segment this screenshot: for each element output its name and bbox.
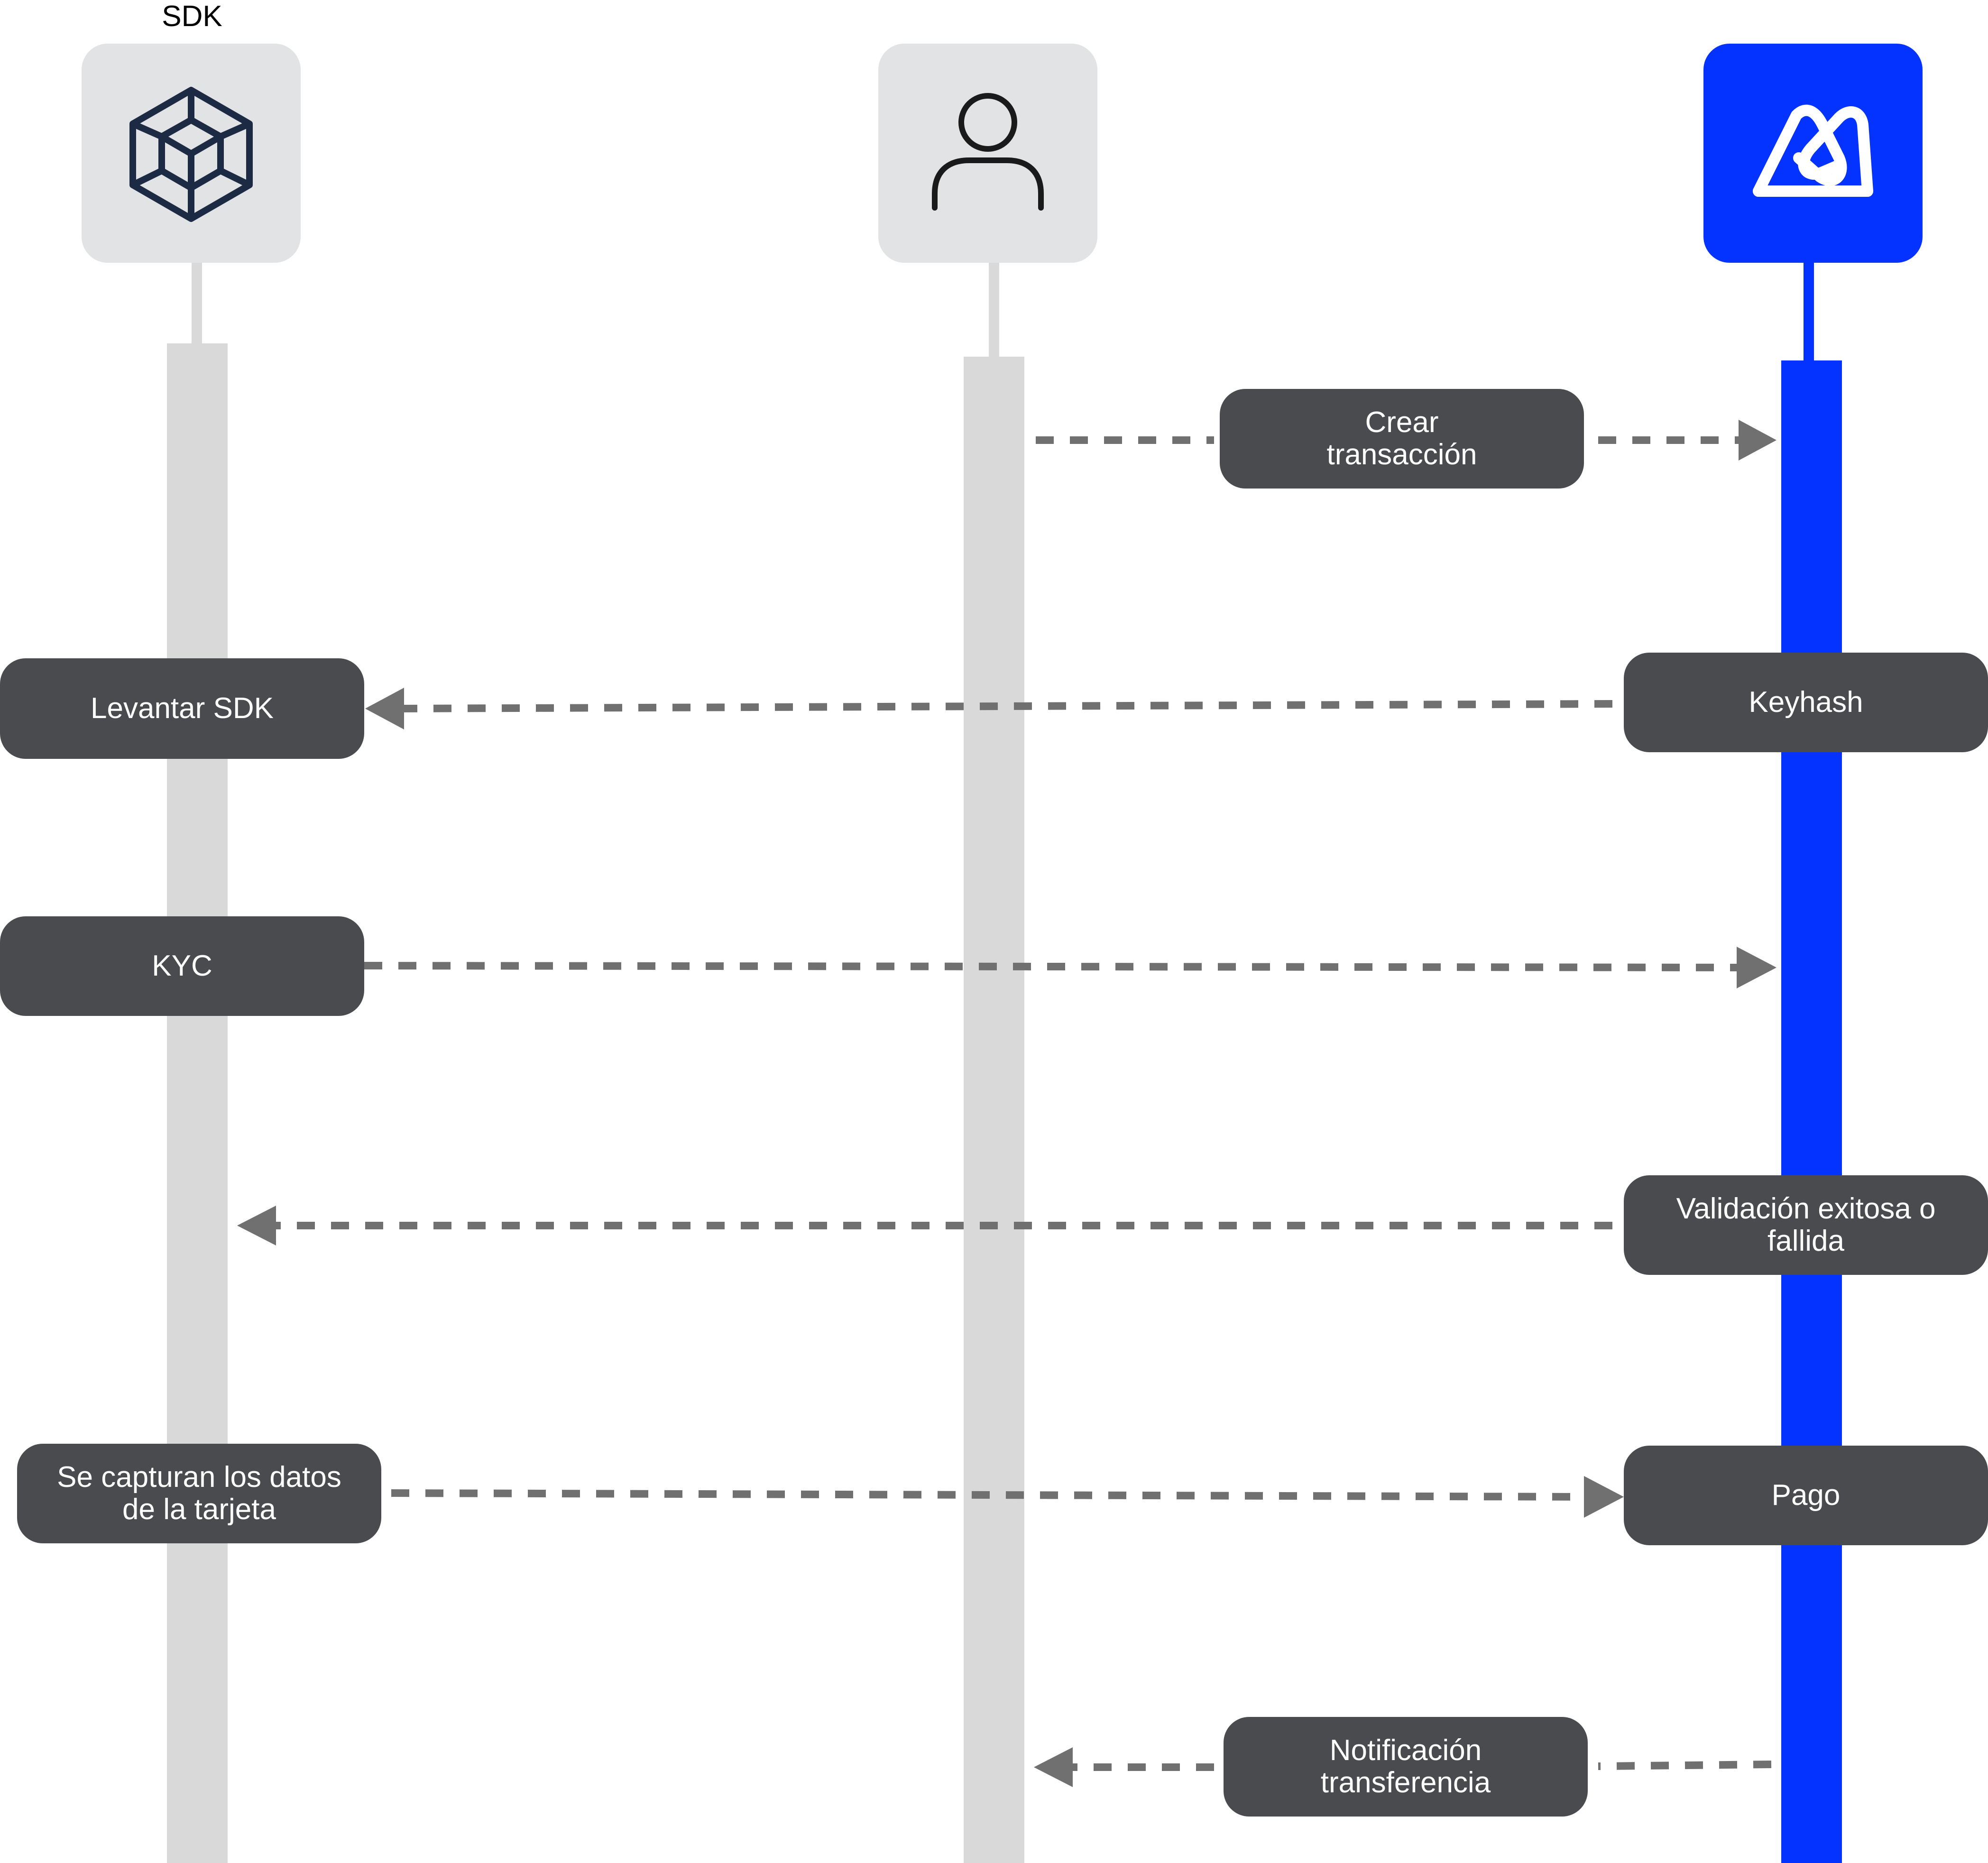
captura-line2: de la tarjeta <box>122 1493 276 1526</box>
notificacion-line2: transferencia <box>1320 1766 1491 1799</box>
sdk-lifeline <box>167 343 228 1863</box>
arrowhead-levantar-sdk <box>365 688 404 729</box>
arrowhead-validacion <box>237 1206 276 1245</box>
arrow-notificacion-a <box>1598 1761 1772 1770</box>
sdk-connector <box>192 263 202 344</box>
cube-icon <box>129 87 253 222</box>
crear-transaccion-line2: transacción <box>1326 438 1477 471</box>
service-connector <box>1804 263 1814 362</box>
message-validacion: Validación exitosa o fallida <box>1624 1175 1988 1275</box>
arrowhead-captura <box>1584 1476 1624 1518</box>
sdk-tile <box>82 44 301 263</box>
arrow-captura <box>391 1489 1587 1501</box>
arrowhead-kyc <box>1737 947 1776 988</box>
message-captura: Se capturan los datos de la tarjeta <box>17 1444 381 1543</box>
user-icon <box>932 93 1044 211</box>
message-levantar-sdk: Levantar SDK <box>0 658 364 759</box>
arrow-keyhash <box>398 700 1613 712</box>
sdk-label: SDK <box>162 0 222 33</box>
message-notificacion: Notificación transferencia <box>1224 1717 1588 1817</box>
validacion-line1: Validación exitosa o <box>1676 1192 1936 1225</box>
notificacion-line1: Notificación <box>1329 1734 1482 1767</box>
kyc-label: KYC <box>152 950 212 982</box>
service-lifeline <box>1781 360 1842 1863</box>
message-crear-transaccion: Crear transacción <box>1220 389 1584 489</box>
pago-label: Pago <box>1771 1479 1841 1512</box>
brand-logo-icon <box>1753 104 1873 197</box>
user-lifeline <box>964 357 1024 1863</box>
user-connector <box>989 263 999 358</box>
arrowhead-notificacion <box>1034 1747 1073 1787</box>
message-pago: Pago <box>1624 1446 1988 1545</box>
validacion-line2: fallida <box>1767 1225 1844 1257</box>
arrow-kyc <box>364 962 1741 971</box>
captura-line1: Se capturan los datos <box>57 1461 341 1494</box>
arrowhead-crear-transaccion <box>1739 420 1776 461</box>
message-kyc: KYC <box>0 916 364 1016</box>
message-keyhash: Keyhash <box>1624 653 1988 752</box>
levantar-sdk-label: Levantar SDK <box>91 692 274 725</box>
keyhash-label: Keyhash <box>1749 686 1863 719</box>
user-tile <box>878 44 1097 263</box>
crear-transaccion-line1: Crear <box>1365 406 1439 439</box>
service-tile <box>1703 44 1923 263</box>
